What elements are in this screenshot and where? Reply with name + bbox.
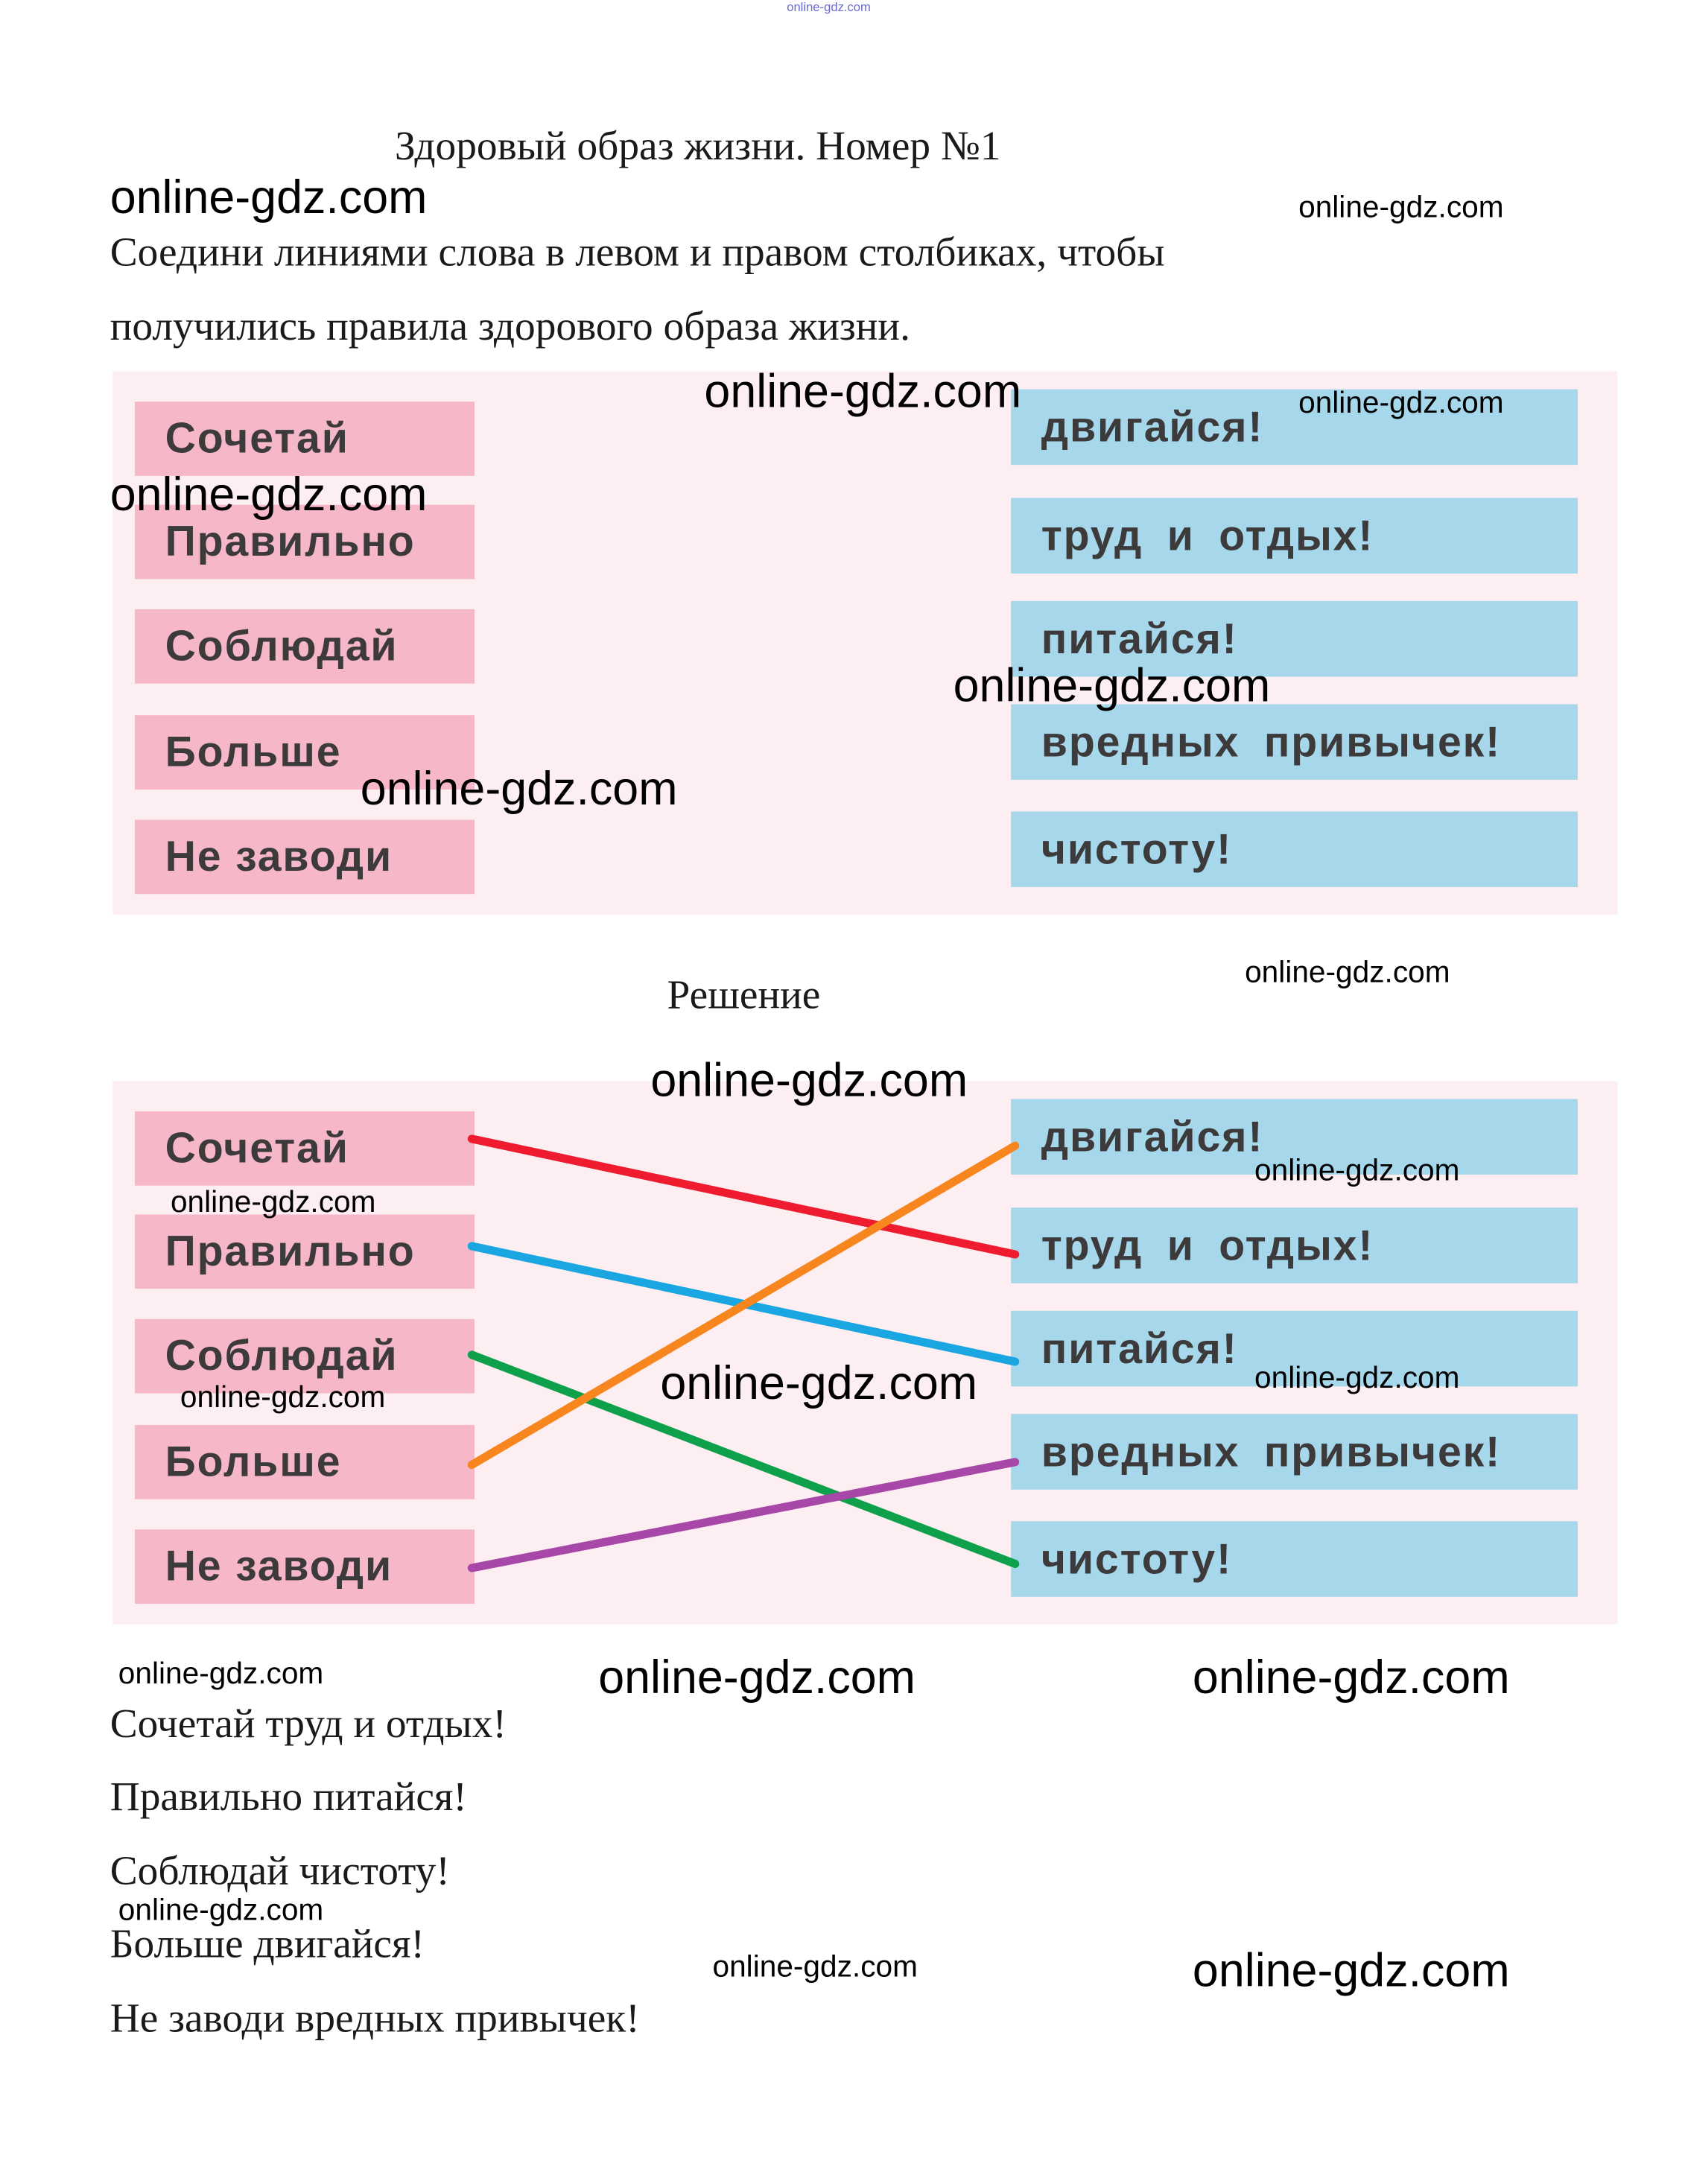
- connection-lines: [467, 1134, 1020, 1572]
- right-word: двигайся!: [1011, 1099, 1578, 1175]
- watermark: online-gdz.com: [110, 171, 428, 224]
- watermark: online-gdz.com: [787, 0, 871, 14]
- right-word: вредных привычек!: [1011, 704, 1578, 780]
- answer-line: Сочетай труд и отдых!: [110, 1701, 507, 1747]
- left-word: Правильно: [134, 504, 475, 580]
- connection-line: [467, 1141, 1020, 1470]
- instruction-line: получились правила здорового образа жизн…: [110, 304, 910, 350]
- watermark: online-gdz.com: [118, 1656, 324, 1691]
- left-word: Больше: [134, 715, 475, 790]
- watermark: online-gdz.com: [1298, 189, 1504, 224]
- watermark: online-gdz.com: [180, 1380, 386, 1415]
- watermark: online-gdz.com: [1298, 385, 1504, 420]
- right-word: питайся!: [1011, 600, 1578, 677]
- right-word: вредных привычек!: [1011, 1414, 1578, 1490]
- left-word: Не заводи: [134, 819, 475, 895]
- watermark: online-gdz.com: [1192, 1651, 1510, 1704]
- task-panel: Сочетай Правильно Соблюдай Больше Не зав…: [112, 371, 1618, 915]
- right-word: питайся!: [1011, 1310, 1578, 1387]
- right-word: чистоту!: [1011, 1521, 1578, 1597]
- left-word: Больше: [134, 1424, 475, 1499]
- right-word: двигайся!: [1011, 389, 1578, 466]
- right-word: труд и отдых!: [1011, 498, 1578, 574]
- watermark: online-gdz.com: [650, 1055, 968, 1108]
- left-word: Соблюдай: [134, 1318, 475, 1394]
- connection-line: [467, 1350, 1020, 1569]
- left-word: Не заводи: [134, 1529, 475, 1604]
- right-word: труд и отдых!: [1011, 1207, 1578, 1283]
- connection-line: [467, 1134, 1020, 1259]
- watermark: online-gdz.com: [712, 1949, 918, 1984]
- watermark: online-gdz.com: [170, 1184, 376, 1219]
- left-word: Соблюдай: [134, 609, 475, 684]
- solution-panel: Сочетай Правильно Соблюдай Больше Не зав…: [112, 1081, 1618, 1625]
- left-word: Сочетай: [134, 401, 475, 476]
- answer-line: Правильно питайся!: [110, 1774, 467, 1820]
- instruction-line: Соедини линиями слова в левом и правом с…: [110, 229, 1165, 276]
- watermark: online-gdz.com: [1254, 1360, 1460, 1395]
- page-title: Здоровый образ жизни. Номер №1: [394, 124, 1001, 170]
- answer-line: Не заводи вредных привычек!: [110, 1996, 640, 2042]
- left-word: Сочетай: [134, 1111, 475, 1186]
- watermark: online-gdz.com: [704, 366, 1022, 419]
- watermark: online-gdz.com: [1245, 954, 1450, 989]
- watermark: online-gdz.com: [118, 1892, 324, 1927]
- watermark: online-gdz.com: [110, 469, 428, 521]
- answer-line: Больше двигайся!: [110, 1921, 425, 1967]
- watermark: online-gdz.com: [598, 1651, 916, 1704]
- answer-line: Соблюдай чистоту!: [110, 1848, 450, 1894]
- solution-heading: Решение: [667, 972, 821, 1018]
- watermark: online-gdz.com: [360, 763, 678, 816]
- watermark: online-gdz.com: [1192, 1944, 1510, 1998]
- left-word: Правильно: [134, 1214, 475, 1289]
- right-word: чистоту!: [1011, 811, 1578, 887]
- watermark: online-gdz.com: [953, 660, 1271, 713]
- watermark: online-gdz.com: [660, 1357, 978, 1410]
- watermark: online-gdz.com: [1254, 1152, 1460, 1187]
- connection-line: [467, 1458, 1020, 1572]
